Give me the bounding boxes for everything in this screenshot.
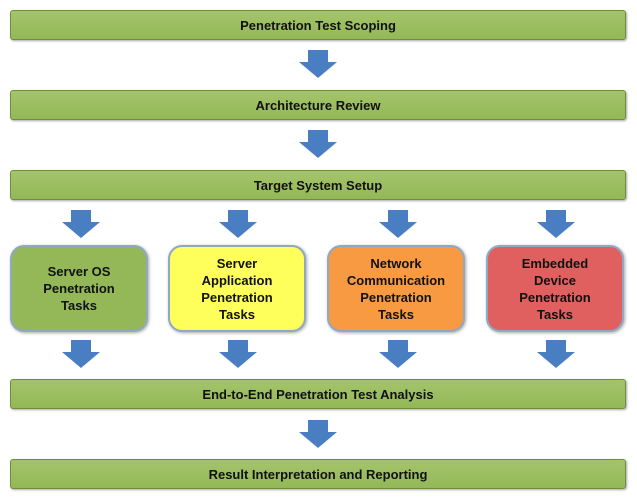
step-target-setup: Target System Setup xyxy=(10,170,626,200)
task-server-os-label: Server OS Penetration Tasks xyxy=(43,264,115,313)
down-arrow-icon xyxy=(62,340,100,368)
step-reporting-label: Result Interpretation and Reporting xyxy=(208,466,428,482)
down-arrow-icon xyxy=(379,210,417,238)
step-scoping: Penetration Test Scoping xyxy=(10,10,626,40)
down-arrow-icon xyxy=(537,210,575,238)
step-analysis-label: End-to-End Penetration Test Analysis xyxy=(202,386,434,402)
down-arrow-icon xyxy=(299,420,337,448)
step-target-setup-label: Target System Setup xyxy=(253,177,383,193)
step-reporting: Result Interpretation and Reporting xyxy=(10,459,626,489)
down-arrow-icon xyxy=(219,210,257,238)
step-scoping-label: Penetration Test Scoping xyxy=(240,17,396,33)
down-arrow-icon xyxy=(299,50,337,78)
down-arrow-icon xyxy=(219,340,257,368)
task-embedded-device-label: Embedded Device Penetration Tasks xyxy=(519,255,591,322)
step-analysis: End-to-End Penetration Test Analysis xyxy=(10,379,626,409)
task-server-application-label: Server Application Penetration Tasks xyxy=(201,255,273,322)
step-architecture-label: Architecture Review xyxy=(255,97,381,113)
down-arrow-icon xyxy=(299,130,337,158)
down-arrow-icon xyxy=(379,340,417,368)
task-network-communication-label: Network Communication Penetration Tasks xyxy=(346,255,446,322)
task-embedded-device: Embedded Device Penetration Tasks xyxy=(486,245,624,332)
task-server-application: Server Application Penetration Tasks xyxy=(168,245,306,332)
down-arrow-icon xyxy=(537,340,575,368)
down-arrow-icon xyxy=(62,210,100,238)
step-architecture: Architecture Review xyxy=(10,90,626,120)
task-server-os: Server OS Penetration Tasks xyxy=(10,245,148,332)
task-network-communication: Network Communication Penetration Tasks xyxy=(327,245,465,332)
